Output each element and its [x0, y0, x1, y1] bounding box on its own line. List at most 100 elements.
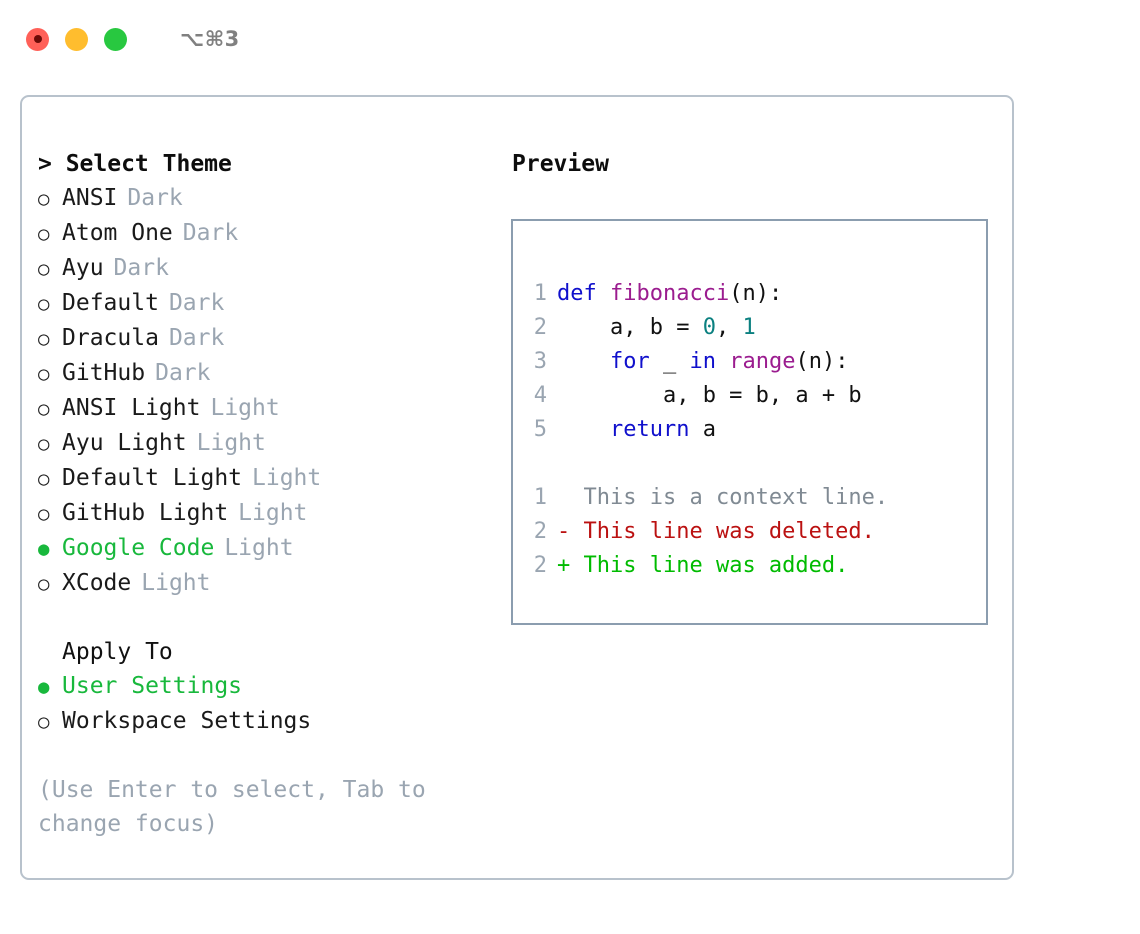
theme-item-atom-one[interactable]: ○ Atom One Dark [38, 216, 502, 251]
radio-icon: ○ [38, 293, 50, 315]
code-content: return a [557, 413, 716, 447]
radio-icon: ○ [38, 503, 50, 525]
theme-item-ansi[interactable]: ○ ANSI Dark [38, 181, 502, 216]
token-plain: (n): [795, 349, 849, 374]
diff-line-context: 1 This is a context line. [513, 481, 986, 515]
keyboard-hint-text: (Use Enter to select, Tab to change focu… [38, 777, 426, 837]
code-diff-separator [513, 447, 986, 481]
theme-kind: Light [196, 430, 266, 456]
code-line: 2 a, b = 0, 1 [513, 311, 986, 345]
apply-to-item-workspace-settings[interactable]: ○ Workspace Settings [38, 704, 502, 739]
theme-name: Ayu [62, 255, 104, 281]
token-plain: a, b = [557, 315, 703, 340]
theme-name: Default Light [62, 465, 243, 491]
theme-name: Dracula [62, 325, 159, 351]
line-number: 2 [533, 519, 547, 544]
theme-name: Ayu Light [62, 430, 187, 456]
diff-text: This line was added. [583, 553, 849, 578]
code-line: 5 return a [513, 413, 986, 447]
radio-icon: ○ [38, 433, 50, 455]
apply-to-name: User Settings [62, 673, 243, 699]
apply-to-header: Apply To [62, 639, 173, 665]
theme-kind: Light [141, 570, 211, 596]
theme-name: GitHub [62, 360, 146, 386]
theme-kind: Dark [113, 255, 169, 281]
theme-kind: Dark [168, 290, 225, 316]
radio-icon: ○ [38, 398, 50, 420]
line-number: 2 [533, 315, 547, 340]
apply-to-name: Workspace Settings [62, 708, 312, 734]
main-panel: > Select Theme ○ ANSI Dark ○ Atom One Da… [20, 95, 1014, 880]
code-preview-box: 1 def fibonacci(n): 2 a, b = 0, 1 3 for … [511, 219, 988, 625]
theme-item-xcode[interactable]: ○ XCode Light [38, 566, 502, 601]
theme-kind: Dark [155, 360, 211, 386]
theme-name: ANSI [62, 185, 118, 211]
theme-item-github[interactable]: ○ GitHub Dark [38, 356, 502, 391]
radio-icon: ○ [38, 188, 50, 210]
token-keyword: return [609, 417, 690, 442]
theme-picker-column: > Select Theme ○ ANSI Dark ○ Atom One Da… [22, 97, 502, 878]
token-plain [557, 417, 610, 442]
theme-list[interactable]: ○ ANSI Dark ○ Atom One Dark ○ Ayu Dark [38, 181, 502, 601]
window-controls [26, 27, 127, 51]
code-content: def fibonacci(n): [557, 277, 782, 311]
token-plain: a [689, 417, 716, 442]
radio-icon: ○ [38, 223, 50, 245]
minimize-button[interactable] [65, 27, 88, 51]
code-content: a, b = b, a + b [557, 379, 862, 413]
theme-item-github-light[interactable]: ○ GitHub Light Light [38, 496, 502, 531]
theme-kind: Light [224, 535, 294, 561]
maximize-button[interactable] [104, 27, 127, 51]
close-button[interactable] [26, 27, 49, 51]
theme-item-google-code[interactable]: ● Google Code Light [38, 531, 502, 566]
theme-name: XCode [62, 570, 132, 596]
theme-item-default[interactable]: ○ Default Dark [38, 286, 502, 321]
diff-text: This line was deleted. [583, 519, 875, 544]
theme-name: Default [62, 290, 159, 316]
code-line: 4 a, b = b, a + b [513, 379, 986, 413]
token-plain: , [715, 315, 743, 340]
theme-item-dracula[interactable]: ○ Dracula Dark [38, 321, 502, 356]
diff-text: This is a context line. [583, 485, 889, 510]
select-theme-header: > Select Theme [38, 151, 232, 177]
radio-icon: ○ [38, 363, 50, 385]
list-divider [38, 601, 502, 635]
radio-icon: ○ [38, 258, 50, 280]
code-line: 3 for _ in range(n): [513, 345, 986, 379]
radio-selected-icon: ● [38, 538, 50, 560]
keyboard-shortcut-label: ⌥⌘3 [180, 27, 240, 51]
diff-line-deleted: 2 - This line was deleted. [513, 515, 986, 549]
token-plain: (n): [729, 281, 783, 306]
radio-icon: ○ [38, 468, 50, 490]
token-function: range [729, 349, 796, 374]
diff-sign: - [557, 519, 584, 544]
theme-kind: Light [252, 465, 322, 491]
token-plain [597, 281, 610, 306]
theme-kind: Light [210, 395, 280, 421]
diff-sign: + [557, 553, 584, 578]
code-content: for _ in range(n): [557, 345, 848, 379]
token-plain: _ [649, 349, 690, 374]
token-plain [716, 349, 729, 374]
line-number: 5 [533, 417, 547, 442]
close-dot-icon [33, 35, 42, 43]
apply-to-item-user-settings[interactable]: ● User Settings [38, 669, 502, 704]
token-number: 0 [702, 315, 716, 340]
theme-item-ansi-light[interactable]: ○ ANSI Light Light [38, 391, 502, 426]
line-number: 1 [533, 485, 547, 510]
radio-icon: ○ [38, 711, 50, 733]
apply-to-list[interactable]: ● User Settings ○ Workspace Settings [38, 669, 502, 739]
token-plain [557, 349, 610, 374]
diff-line-added: 2 + This line was added. [513, 549, 986, 583]
radio-icon: ○ [38, 328, 50, 350]
preview-column: Preview 1 def fibonacci(n): 2 a, b = 0, … [502, 97, 1012, 878]
token-number: 1 [742, 315, 756, 340]
token-keyword: for [609, 349, 650, 374]
theme-item-ayu[interactable]: ○ Ayu Dark [38, 251, 502, 286]
theme-item-default-light[interactable]: ○ Default Light Light [38, 461, 502, 496]
token-function: fibonacci [610, 281, 730, 306]
preview-header: Preview [512, 151, 609, 177]
title-bar: ⌥⌘3 [0, 0, 1140, 78]
theme-item-ayu-light[interactable]: ○ Ayu Light Light [38, 426, 502, 461]
theme-name: Google Code [62, 535, 215, 561]
